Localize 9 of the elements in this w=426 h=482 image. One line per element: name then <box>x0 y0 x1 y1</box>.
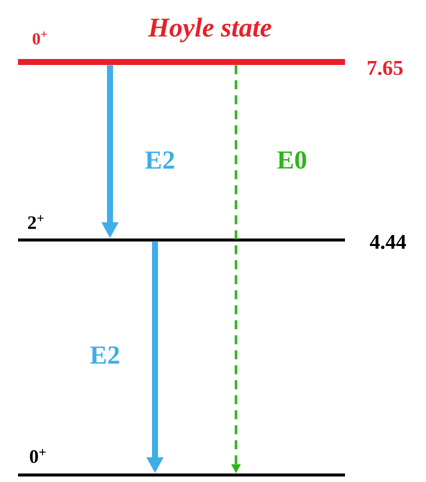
spin-parity-label: 0$^{+}$ <box>30 449 46 463</box>
spin-parity-label: 0$^{+}$ <box>32 31 47 45</box>
energy-value: 4.44 <box>370 234 406 250</box>
energy-value: 7.65 <box>368 60 403 76</box>
spin-parity-label: 2$^{+}$ <box>28 215 44 229</box>
transition-label: E2 <box>145 151 174 169</box>
transition-label: E0 <box>277 151 306 169</box>
transition-label: E2 <box>90 346 120 364</box>
state-label: Hoyle state <box>148 18 272 42</box>
